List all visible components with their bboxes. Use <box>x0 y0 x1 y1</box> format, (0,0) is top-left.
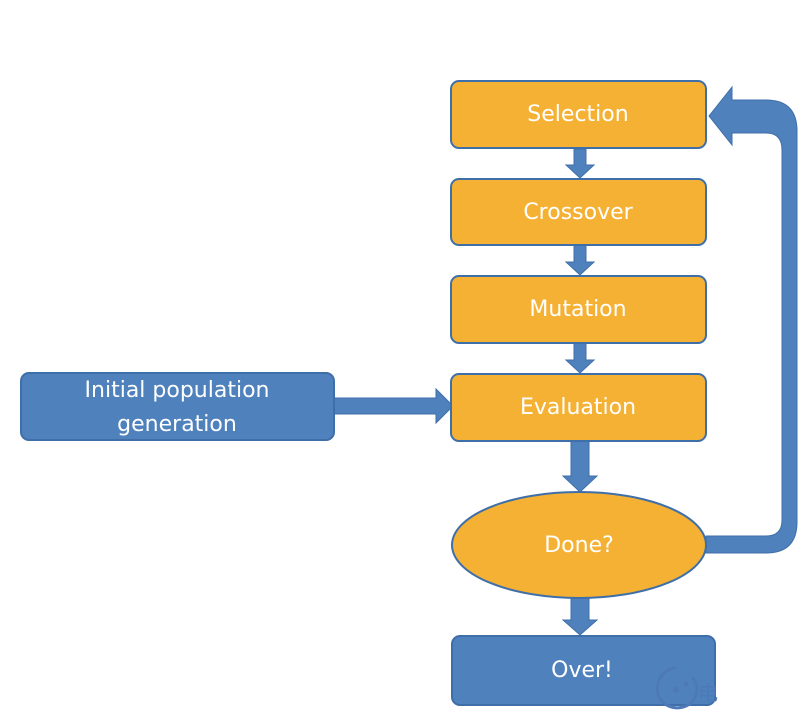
mutation-box <box>450 275 707 344</box>
over-label: Over! <box>551 658 613 683</box>
arrow-evaluation-to-done <box>561 440 599 493</box>
watermark-logo: 电 <box>655 666 718 710</box>
selection-label: Selection <box>527 102 628 127</box>
initial-population-box <box>20 372 335 441</box>
watermark-logo-dot-2 <box>683 681 689 687</box>
crossover-box <box>450 178 707 246</box>
crossover-label: Crossover <box>523 200 633 225</box>
arrow-mutation-to-evaluation <box>564 342 596 374</box>
evaluation-label: Evaluation <box>520 395 636 420</box>
done-decision-ellipse <box>451 491 707 599</box>
arrow-selection-to-crossover <box>564 148 596 179</box>
evaluation-box <box>450 373 707 442</box>
watermark-logo-dot <box>673 687 679 693</box>
done-label: Done? <box>544 533 614 558</box>
initial-population-label-line1: Initial population <box>85 378 270 403</box>
over-box <box>451 635 716 706</box>
watermark-logo-icon <box>655 666 699 710</box>
loop-back-arrow <box>705 85 798 554</box>
arrow-initial-to-evaluation <box>333 387 454 425</box>
selection-box <box>450 80 707 149</box>
arrow-crossover-to-mutation <box>564 244 596 276</box>
mutation-label: Mutation <box>529 297 626 322</box>
arrow-done-to-over <box>561 597 599 636</box>
connector-arrows <box>333 148 599 636</box>
watermark-glyph: 电 <box>698 681 718 705</box>
initial-population-label-line2: generation <box>117 412 237 437</box>
